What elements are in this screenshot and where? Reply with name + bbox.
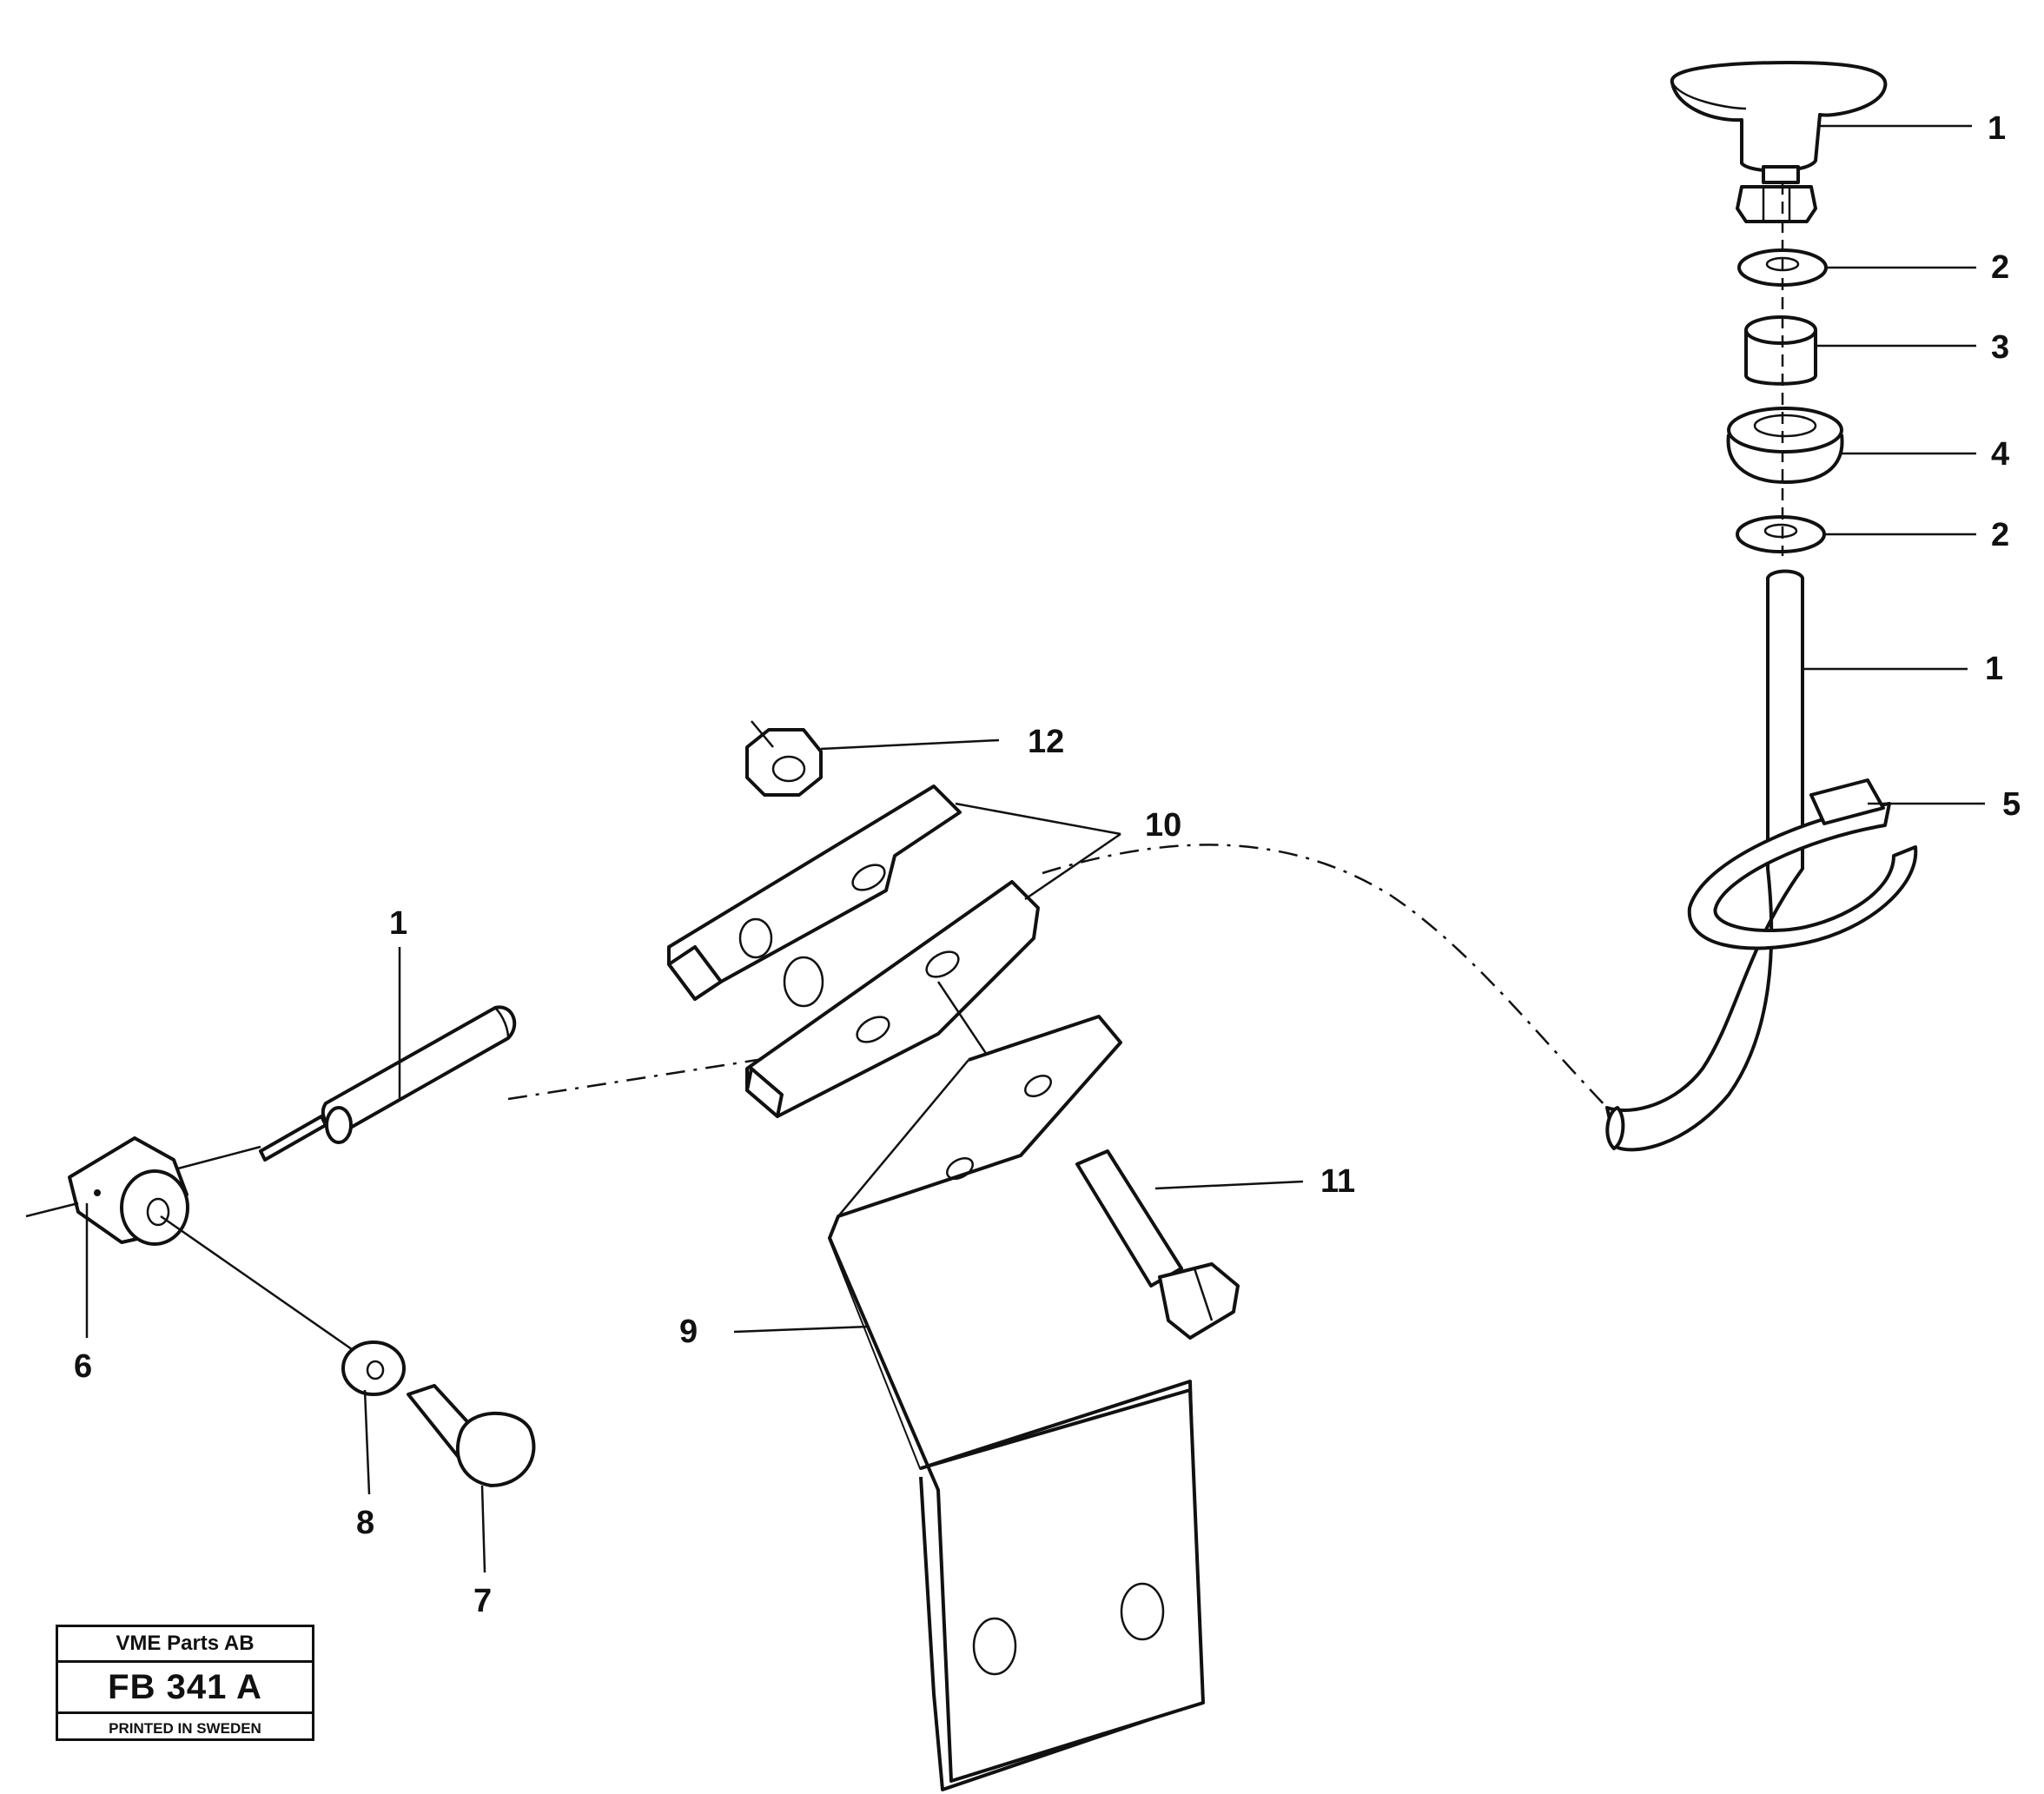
callout-10-clamp: 10 <box>1145 807 1181 844</box>
callout-4-grommet: 4 <box>1991 436 2009 473</box>
bolt-7 <box>407 1384 536 1487</box>
grommet-4 <box>1726 407 1844 484</box>
callout-8-washer: 8 <box>356 1505 374 1541</box>
control-cable-rod <box>1605 569 1804 1152</box>
hex-nut <box>1736 185 1817 223</box>
callout-1-sleeve: 1 <box>389 905 407 942</box>
hex-bolt-11 <box>1075 1149 1240 1340</box>
callout-3-spacer: 3 <box>1991 329 2009 366</box>
callout-9-bracket: 9 <box>679 1314 698 1350</box>
spacer-sleeve-3 <box>1744 315 1817 386</box>
clamp-block-lower <box>745 880 1040 1118</box>
printed-note: PRINTED IN SWEDEN <box>109 1720 261 1737</box>
callout-5-cable-tie: 5 <box>2002 786 2021 823</box>
cable-connector-6 <box>68 1136 189 1246</box>
callout-2-washer-upper: 2 <box>1991 249 2009 286</box>
knob-handle <box>1670 61 1888 173</box>
cable-tie-5 <box>1687 778 1918 950</box>
lock-nut-12 <box>745 728 823 797</box>
title-block: VME Parts AB FB 341 A PRINTED IN SWEDEN <box>56 1625 314 1741</box>
callout-2-washer-lower: 2 <box>1991 517 2009 553</box>
callout-12-nut: 12 <box>1028 724 1064 760</box>
washer-2-lower <box>1736 515 1826 553</box>
callout-7-bolt: 7 <box>473 1583 492 1619</box>
callout-11-bolt: 11 <box>1320 1163 1355 1200</box>
knob-stud <box>1762 165 1800 184</box>
leader-lines <box>85 124 1985 1573</box>
callout-1-knob: 1 <box>1988 110 2006 147</box>
mounting-bracket-9 <box>828 1015 1205 1791</box>
washer-8 <box>341 1341 406 1396</box>
drawing-code: FB 341 A <box>58 1663 312 1714</box>
cable-path-curve <box>1042 844 1608 1109</box>
callout-6-connector: 6 <box>74 1348 92 1385</box>
cable-sleeve-1 <box>259 1005 517 1162</box>
clamp-block-upper <box>667 784 962 1001</box>
company-name: VME Parts AB <box>58 1627 312 1663</box>
callout-1-rod: 1 <box>1985 651 2003 687</box>
